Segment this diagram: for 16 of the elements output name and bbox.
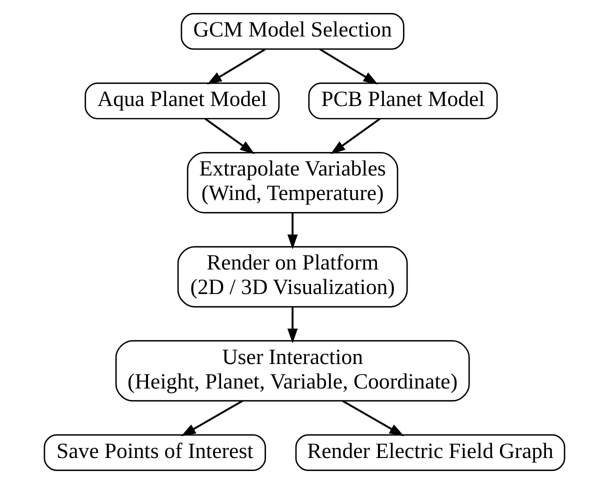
node-box: Render Electric Field Graph [295, 434, 566, 472]
arrow [204, 118, 255, 154]
arrow [330, 118, 381, 154]
node-box: Save Points of Interest [44, 434, 266, 472]
node-box: PCB Planet Model [308, 82, 498, 120]
node-box: Extrapolate Variables (Wind, Temperature) [186, 152, 398, 214]
arrow [181, 400, 243, 436]
node-box: GCM Model Selection [180, 12, 404, 50]
node-box: Aqua Planet Model [84, 82, 280, 120]
node-box: Render on Platform (2D / 3D Visualization) [177, 246, 408, 308]
node-box: User Interaction (Height, Planet, Variable, Coordinate) [115, 340, 470, 402]
arrow [319, 48, 378, 84]
arrow [342, 400, 404, 436]
arrow [287, 307, 298, 344]
arrow [207, 48, 266, 84]
arrow [287, 212, 298, 250]
